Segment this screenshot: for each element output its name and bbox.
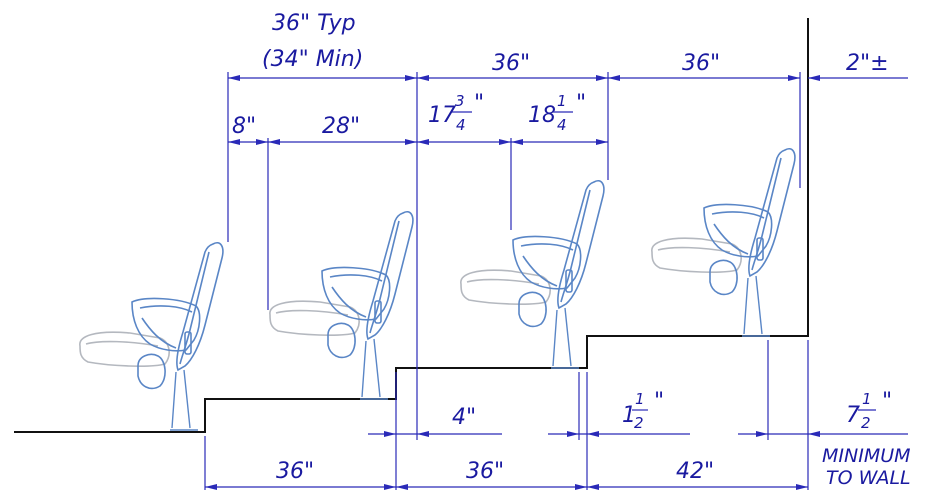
svg-text:1: 1	[622, 403, 636, 428]
arrow	[587, 484, 599, 490]
arrow	[405, 139, 417, 145]
arrow	[396, 484, 408, 490]
svg-text:": "	[882, 389, 892, 414]
label-back-offset: 8"	[232, 114, 256, 139]
arrow	[405, 75, 417, 81]
arrow	[567, 431, 579, 437]
label-leg-offset: 1 1 2 "	[622, 389, 664, 432]
svg-text:17: 17	[428, 103, 456, 128]
label-seat-depth: 28"	[322, 114, 360, 139]
arrow	[608, 75, 620, 81]
svg-text:4: 4	[557, 116, 567, 134]
arrow	[417, 139, 429, 145]
arrow	[756, 431, 768, 437]
arrow	[228, 139, 240, 145]
chair-armrest-detail	[139, 305, 193, 349]
arrow	[808, 431, 820, 437]
stepped-floor-profile	[14, 18, 809, 433]
arrow	[205, 484, 217, 490]
arrow	[417, 431, 429, 437]
arrow	[808, 75, 820, 81]
label-wall-clearance-top: 2"±	[846, 51, 889, 76]
arrow	[384, 431, 396, 437]
arrow	[596, 75, 608, 81]
svg-text:1: 1	[557, 92, 567, 110]
arrow	[268, 139, 280, 145]
arrow	[228, 75, 240, 81]
svg-text:1: 1	[635, 390, 645, 408]
label-tread-2: 36"	[466, 459, 504, 484]
svg-text:": "	[474, 91, 484, 116]
label-tread-3: 42"	[676, 459, 714, 484]
arrow	[596, 139, 608, 145]
chair-2	[269, 210, 414, 400]
chair-4	[651, 147, 796, 337]
chair-3	[460, 179, 605, 369]
chair-seat	[79, 331, 170, 367]
svg-text:3: 3	[455, 92, 465, 110]
svg-text:1: 1	[862, 390, 872, 408]
arrow	[384, 484, 396, 490]
label-tread-1: 36"	[276, 459, 314, 484]
chair-pivot	[184, 331, 192, 355]
label-to-wall: TO WALL	[826, 467, 911, 489]
label-row-spacing-2: 36"	[492, 51, 530, 76]
chair-cushion	[137, 353, 166, 390]
svg-text:": "	[654, 389, 664, 414]
label-riser-offset: 4"	[452, 405, 476, 430]
label-split-a: 17 3 4 "	[428, 91, 484, 134]
arrow	[575, 484, 587, 490]
label-wall-min: 7 1 2 "	[846, 389, 892, 432]
label-split-b: 18 1 4 "	[528, 91, 586, 134]
chair-1	[79, 242, 224, 431]
label-row-spacing-3: 36"	[682, 51, 720, 76]
label-minimum: MINIMUM	[822, 445, 911, 467]
svg-text:2: 2	[861, 414, 871, 432]
svg-text:2: 2	[634, 414, 644, 432]
svg-text:18: 18	[528, 103, 556, 128]
arrow	[499, 139, 511, 145]
arrow	[587, 431, 599, 437]
svg-text:7: 7	[846, 403, 860, 428]
arrow	[256, 139, 268, 145]
arrow	[788, 75, 800, 81]
svg-text:4: 4	[456, 116, 466, 134]
chair-leg	[170, 369, 198, 431]
arrow	[796, 484, 808, 490]
chair-armrest	[131, 297, 201, 352]
label-typ-spacing: 36" Typ	[272, 11, 356, 36]
svg-text:": "	[576, 91, 586, 116]
label-min-spacing: (34" Min)	[262, 47, 363, 72]
arrow	[511, 139, 523, 145]
arrow	[417, 75, 429, 81]
chair-backrest	[176, 242, 224, 372]
